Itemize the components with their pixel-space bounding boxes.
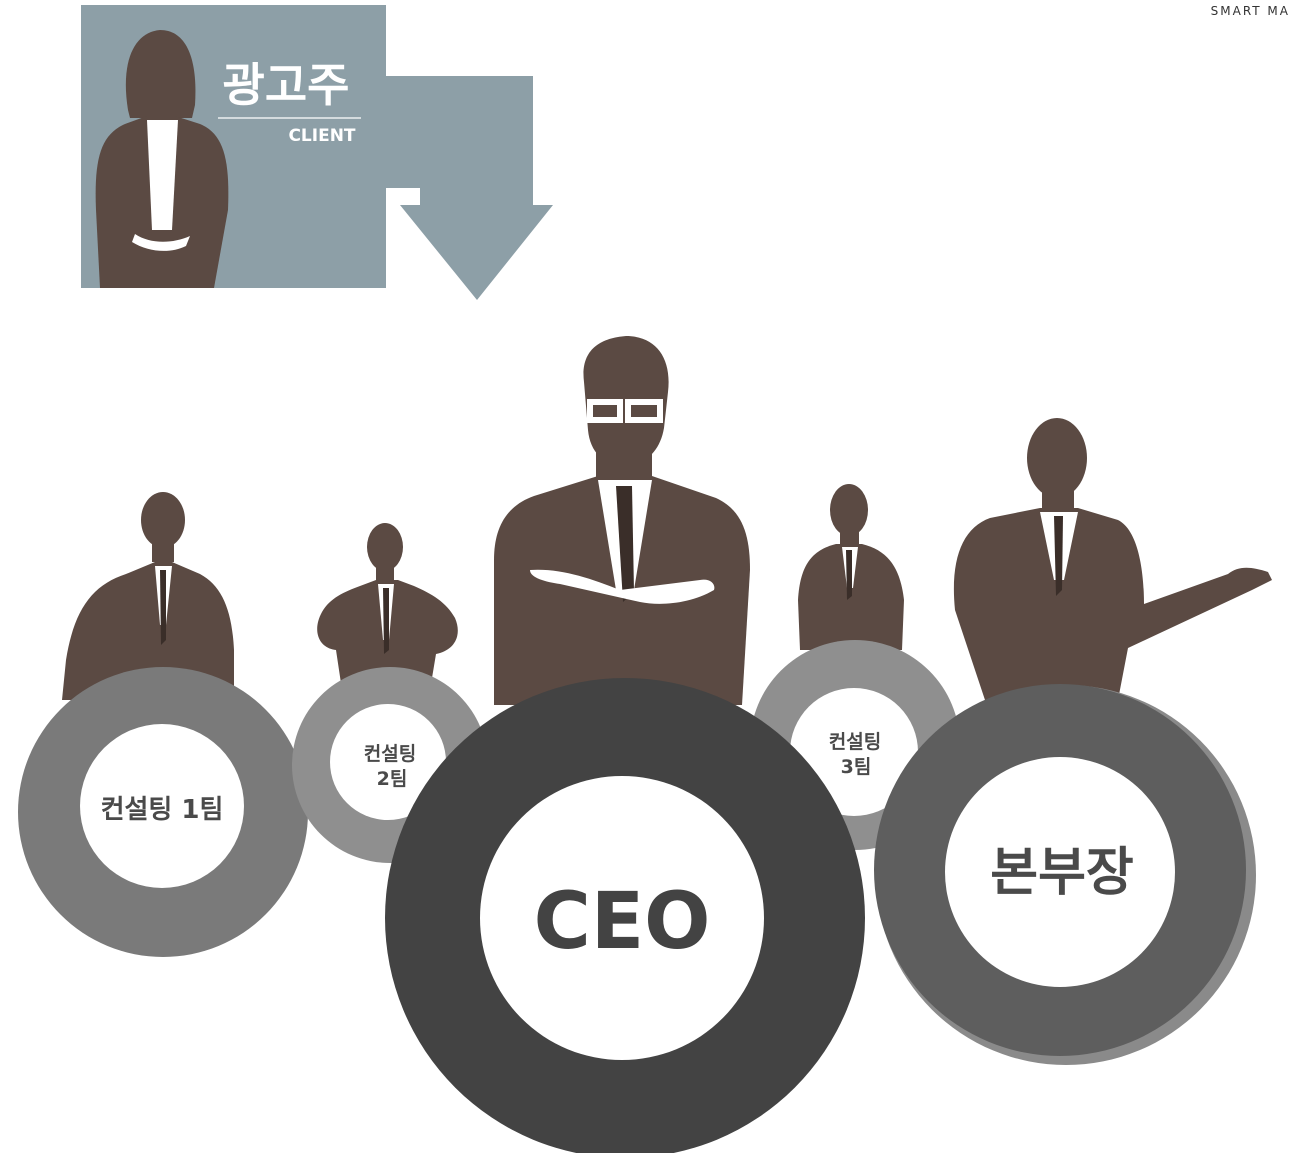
ceo-label: CEO [534, 877, 711, 967]
ceo-inner [480, 776, 764, 1060]
director-label: 본부장 [990, 843, 1134, 903]
client-subtitle: CLIENT [288, 126, 355, 146]
team3-label-line1: 컨설팅 [829, 731, 881, 753]
ceo-node: CEO [385, 678, 865, 1153]
client-arrow-icon [386, 76, 553, 300]
director-silhouette [953, 418, 1272, 700]
team1-silhouette [62, 492, 234, 700]
director-node: 본부장 [874, 684, 1256, 1065]
team1-label: 컨설팅 1팀 [101, 795, 224, 825]
director-inner [945, 757, 1175, 987]
team2-inner [330, 704, 446, 820]
team2-label-line1: 컨설팅 [364, 743, 416, 765]
team1-node: 컨설팅 1팀 [18, 667, 308, 957]
client-silhouette [95, 30, 361, 288]
team1-inner [80, 724, 244, 888]
client-title: 광고주 [223, 58, 350, 112]
team2-label-line2: 2팀 [377, 768, 408, 790]
ceo-silhouette [494, 336, 750, 705]
team3-silhouette [798, 484, 904, 650]
team3-label-line2: 3팀 [841, 756, 872, 778]
brand-text: SMART MA [1210, 4, 1290, 18]
client-panel: 광고주 CLIENT [81, 5, 553, 300]
team2-silhouette [317, 523, 458, 690]
